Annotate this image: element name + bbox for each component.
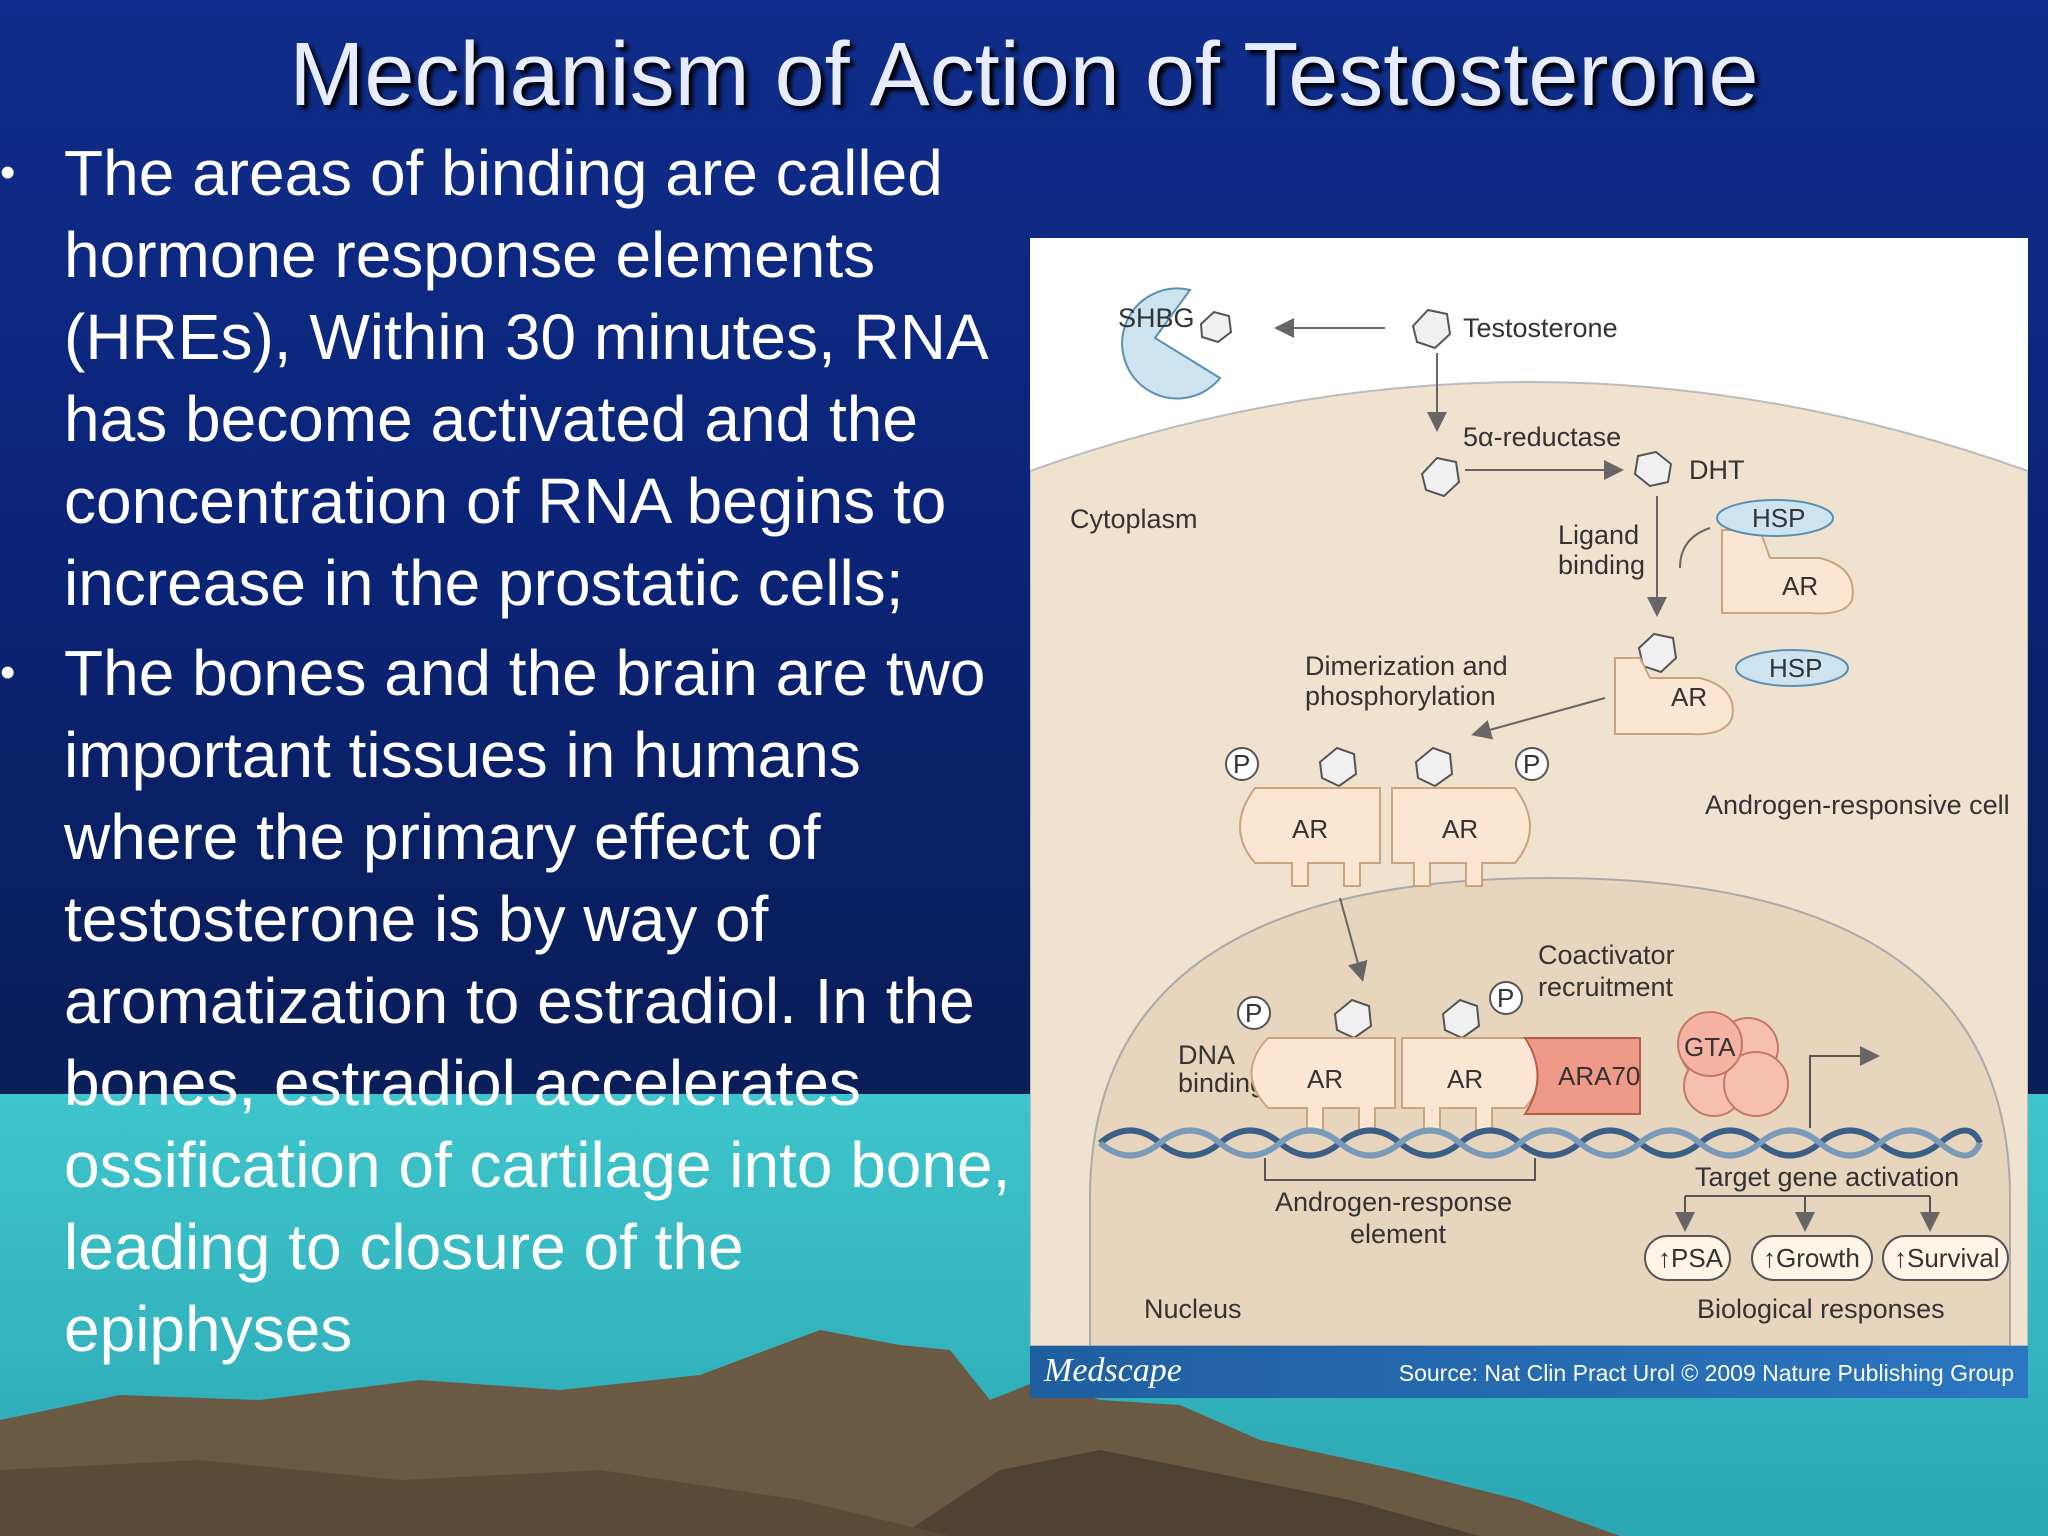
gta-complex bbox=[1677, 1011, 1789, 1117]
medscape-logo: Medscape bbox=[1044, 1352, 1182, 1389]
dht-molecule bbox=[1633, 450, 1673, 488]
label-coactivator: Coactivator bbox=[1538, 940, 1675, 970]
arrow-to-dimer bbox=[1471, 697, 1606, 740]
testosterone-molecule-2 bbox=[1420, 456, 1461, 498]
label-ara70: ARA70 bbox=[1558, 1061, 1640, 1091]
label-are: Androgen-response bbox=[1275, 1187, 1512, 1217]
label-ar: AR bbox=[1671, 682, 1707, 712]
bullet-marker: • bbox=[0, 648, 16, 697]
shbg-protein bbox=[1121, 287, 1222, 400]
label-hsp: HSP bbox=[1769, 653, 1822, 683]
ar-dimer-right bbox=[1391, 787, 1531, 887]
label-ar: AR bbox=[1447, 1064, 1483, 1094]
label-androgen-responsive-cell: Androgen-responsive cell bbox=[1705, 790, 2010, 820]
figure-source: Source: Nat Clin Pract Urol © 2009 Natur… bbox=[1398, 1360, 2014, 1386]
bullet-item: • The bones and the brain are two import… bbox=[0, 632, 1020, 1370]
label-growth: ↑Growth bbox=[1763, 1243, 1860, 1273]
label-recruitment: recruitment bbox=[1538, 972, 1674, 1002]
figure-footer: Medscape Source: Nat Clin Pract Urol © 2… bbox=[1030, 1346, 2028, 1398]
label-gta: GTA bbox=[1684, 1032, 1736, 1062]
label-dht: DHT bbox=[1689, 455, 1745, 485]
label-target-gene-activation: Target gene activation bbox=[1695, 1162, 1959, 1192]
label-ar: AR bbox=[1292, 814, 1328, 844]
label-cytoplasm: Cytoplasm bbox=[1070, 504, 1198, 534]
bullet-list: • The areas of binding are called hormon… bbox=[0, 132, 1020, 1378]
testosterone-molecule bbox=[1411, 308, 1452, 350]
phosphate-group bbox=[1515, 747, 1549, 781]
label-biological-responses: Biological responses bbox=[1697, 1294, 1945, 1324]
label-testosterone: Testosterone bbox=[1463, 313, 1618, 343]
label-shbg: SHBG bbox=[1118, 303, 1195, 333]
label-p: P bbox=[1233, 749, 1250, 779]
label-ar: AR bbox=[1782, 571, 1818, 601]
dht-molecule-nuclear bbox=[1333, 998, 1373, 1040]
label-nucleus: Nucleus bbox=[1144, 1294, 1242, 1324]
label-hsp: HSP bbox=[1752, 503, 1805, 533]
ara70-coactivator bbox=[1523, 1037, 1641, 1115]
phosphate-group bbox=[1489, 981, 1523, 1015]
label-p: P bbox=[1497, 983, 1514, 1013]
label-ar: AR bbox=[1307, 1064, 1343, 1094]
label-element: element bbox=[1350, 1219, 1447, 1249]
slide-title: Mechanism of Action of Testosterone bbox=[289, 25, 1759, 125]
label-phosphorylation: phosphorylation bbox=[1305, 681, 1496, 711]
mechanism-diagram: SHBG Testosterone 5α-reductase DHT Cytop… bbox=[1030, 238, 2028, 1398]
diagram-canvas: SHBG Testosterone 5α-reductase DHT Cytop… bbox=[1030, 287, 2028, 1347]
dht-molecule-dimer bbox=[1318, 746, 1358, 788]
phosphate-group bbox=[1237, 996, 1271, 1030]
survival-box bbox=[1882, 1235, 2009, 1281]
ar-receptor-bound bbox=[1614, 657, 1734, 736]
dht-molecule-dimer bbox=[1414, 746, 1454, 788]
label-ar: AR bbox=[1442, 814, 1478, 844]
bullet-item: • The areas of binding are called hormon… bbox=[0, 132, 1020, 624]
bullet-text: The areas of binding are called hormone … bbox=[64, 137, 986, 619]
arrow-curve-ligand bbox=[1679, 527, 1711, 569]
label-p: P bbox=[1245, 998, 1262, 1028]
ar-receptor-unbound bbox=[1721, 529, 1854, 615]
label-psa: ↑PSA bbox=[1658, 1243, 1724, 1273]
transcription-arrow bbox=[1809, 1046, 1880, 1128]
psa-box bbox=[1644, 1235, 1731, 1281]
label-dimerization: Dimerization and bbox=[1305, 651, 1508, 681]
ar-nuclear-left bbox=[1250, 1037, 1396, 1131]
arrow-into-nucleus bbox=[1339, 897, 1368, 982]
label-5a-reductase: 5α-reductase bbox=[1463, 422, 1621, 452]
dht-molecule-nuclear bbox=[1441, 998, 1481, 1040]
label-binding: binding bbox=[1558, 550, 1645, 580]
label-dna: DNA bbox=[1178, 1040, 1235, 1070]
testosterone-molecule-bound bbox=[1199, 310, 1233, 344]
ar-dimer-left bbox=[1239, 787, 1381, 887]
label-ligand: Ligand bbox=[1558, 520, 1639, 550]
hsp-protein-released bbox=[1735, 649, 1849, 687]
bullet-marker: • bbox=[0, 148, 16, 197]
growth-box bbox=[1751, 1235, 1873, 1281]
bullet-text: The bones and the brain are two importan… bbox=[64, 637, 1011, 1365]
label-p: P bbox=[1523, 749, 1540, 779]
are-bracket bbox=[1264, 1158, 1536, 1181]
label-survival: ↑Survival bbox=[1894, 1243, 1999, 1273]
hsp-protein bbox=[1716, 499, 1834, 537]
phosphate-group bbox=[1225, 747, 1259, 781]
dna-helix bbox=[1098, 1127, 1983, 1159]
